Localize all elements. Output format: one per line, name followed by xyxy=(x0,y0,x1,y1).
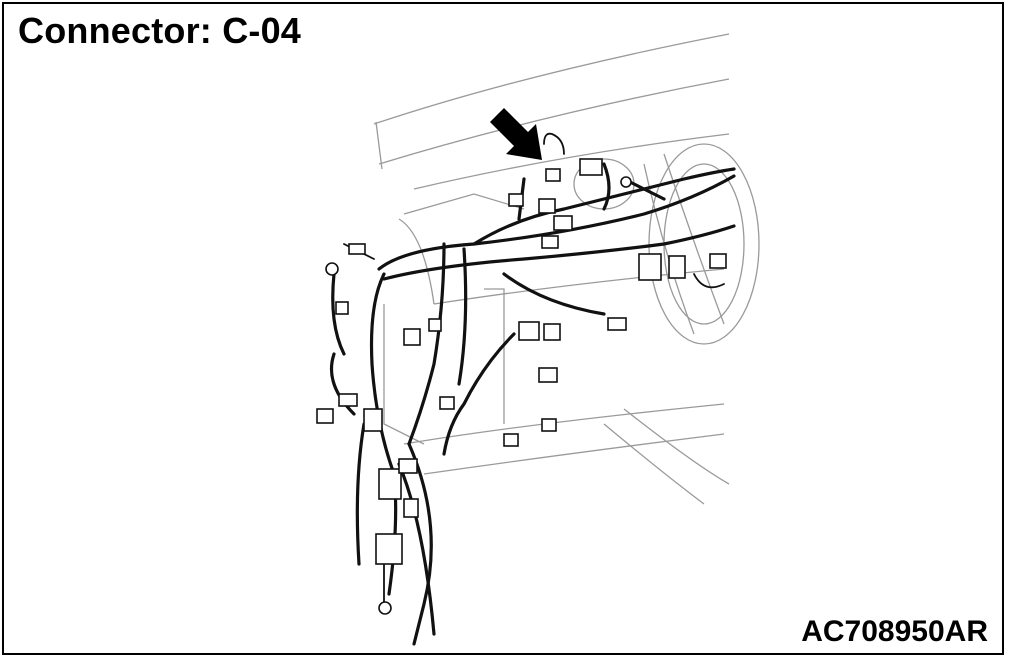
figure-id: AC708950AR xyxy=(801,615,988,648)
diagram-title: Connector: C-04 xyxy=(18,10,302,51)
main-harness xyxy=(329,132,736,646)
connectors xyxy=(316,158,727,615)
diagram-frame: Connector: C-04 xyxy=(2,2,1004,655)
wiring-harness-illustration xyxy=(316,33,760,646)
arrow-pointer-icon xyxy=(490,108,542,160)
